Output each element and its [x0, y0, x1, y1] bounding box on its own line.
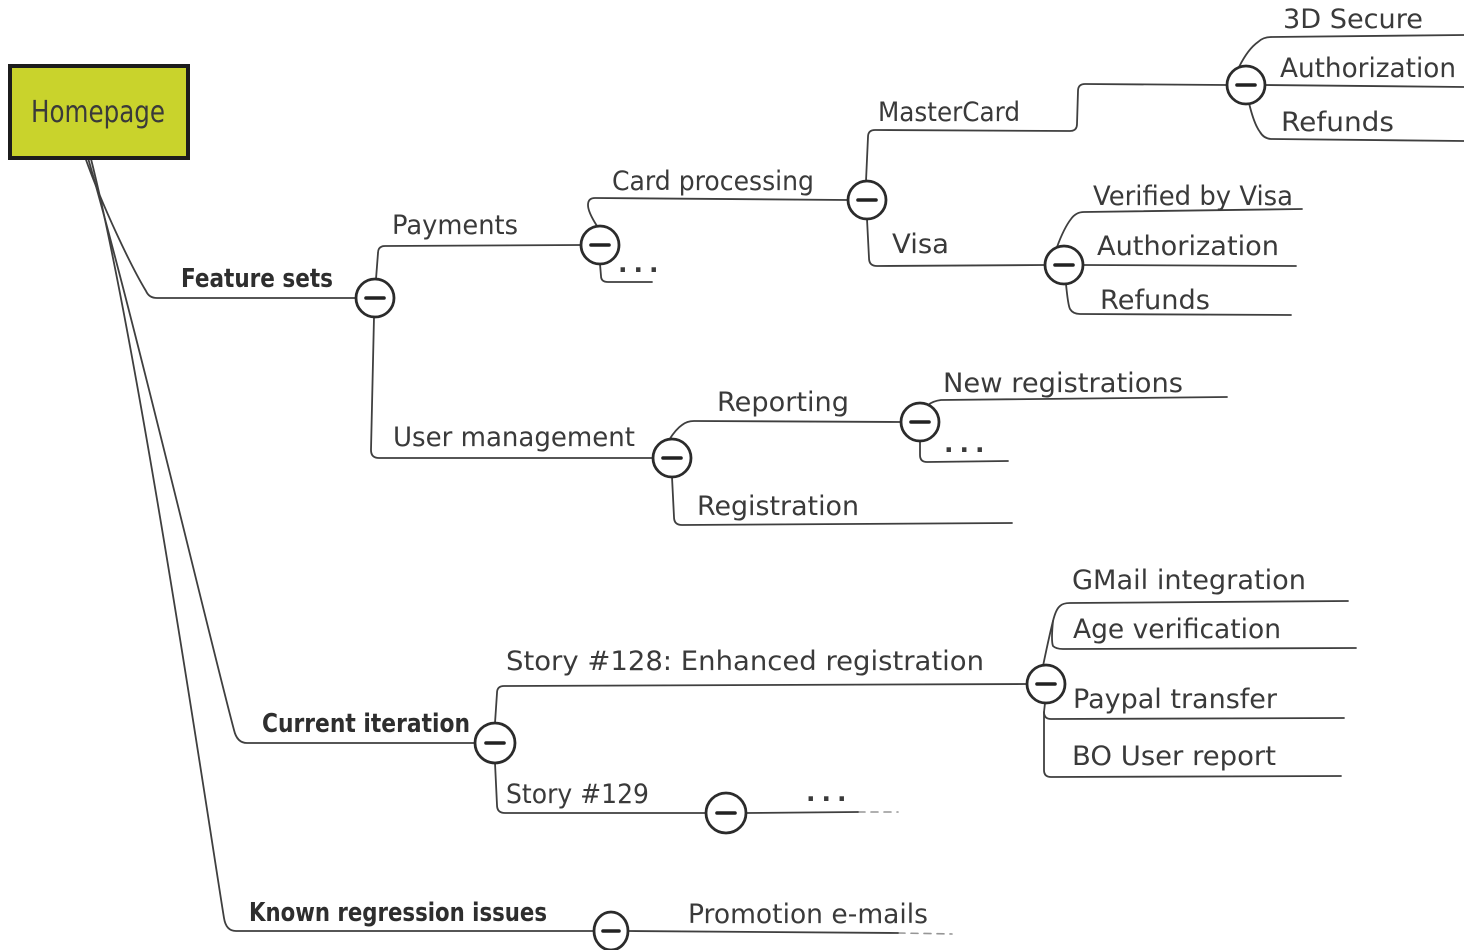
branch-line-user-management: [370, 316, 654, 459]
node-label-story-129[interactable]: Story #129: [506, 779, 649, 810]
branch-line-age-verification: [1051, 620, 1357, 650]
branch-line-reporting-collapsed: [919, 440, 1009, 463]
story-129-collapsed-ellipsis: ...: [806, 778, 853, 807]
branch-line-bo-user-report: [1043, 711, 1342, 778]
branch-line-3d-secure: [1238, 34, 1464, 68]
node-label-age-verification[interactable]: Age verification: [1073, 614, 1281, 645]
node-label-user-management[interactable]: User management: [393, 422, 635, 453]
root-node-label[interactable]: Homepage: [31, 95, 165, 130]
toggle-story-129[interactable]: [704, 791, 748, 835]
toggle-feature-sets[interactable]: [354, 277, 396, 319]
toggle-user-management[interactable]: [651, 437, 693, 479]
root-node[interactable]: Homepage: [8, 64, 190, 160]
branch-lines: [84, 34, 1464, 935]
branch-line-story-129-collapsed: [745, 811, 859, 814]
branch-line-visa: [866, 218, 1046, 267]
node-label-visa-authorization[interactable]: Authorization: [1097, 231, 1279, 262]
branch-line-payments: [375, 244, 582, 280]
payments-collapsed-ellipsis: ...: [618, 249, 665, 278]
branch-line-current-iteration: [87, 157, 476, 744]
branch-line-visa-authorization: [1082, 264, 1297, 267]
branch-line-known-regression-issues: [90, 158, 595, 932]
node-label-gmail-integration[interactable]: GMail integration: [1072, 565, 1306, 596]
branch-line-payments-collapsed: [599, 263, 653, 283]
node-label-verified-by-visa[interactable]: Verified by Visa: [1093, 181, 1293, 212]
node-label-mc-refunds[interactable]: Refunds: [1281, 107, 1394, 138]
node-label-paypal-transfer[interactable]: Paypal transfer: [1073, 684, 1278, 715]
node-label-new-registrations[interactable]: New registrations: [943, 368, 1183, 399]
branch-line-story-128: [494, 683, 1028, 724]
root-node-box[interactable]: [8, 64, 190, 160]
node-label-payments[interactable]: Payments: [392, 210, 518, 241]
toggle-payments[interactable]: [579, 224, 621, 266]
node-label-visa[interactable]: Visa: [892, 229, 949, 260]
branch-line-verified-by-visa: [1056, 208, 1303, 248]
node-label-visa-refunds[interactable]: Refunds: [1100, 285, 1210, 316]
branch-line-mc-authorization: [1264, 84, 1464, 88]
branch-line-visa-refunds: [1065, 283, 1292, 316]
branch-line-registration: [671, 476, 1013, 526]
node-label-feature-sets[interactable]: Feature sets: [181, 264, 333, 294]
node-label-story-128[interactable]: Story #128: Enhanced registration: [506, 646, 984, 677]
branch-line-story-129: [494, 762, 707, 814]
branch-line-promotion-emails: [627, 930, 899, 934]
branch-line-card-processing: [587, 197, 849, 227]
node-label-current-iteration[interactable]: Current iteration: [262, 709, 470, 739]
toggle-reporting[interactable]: [899, 401, 941, 443]
toggle-visa[interactable]: [1043, 244, 1085, 286]
branch-line-mastercard: [865, 83, 1228, 182]
branch-line-promotion-emails-tail: [897, 932, 953, 935]
node-label-bo-user-report[interactable]: BO User report: [1072, 741, 1276, 772]
node-labels: Feature sets Payments ... Card processin…: [181, 4, 1456, 930]
node-label-mastercard[interactable]: MasterCard: [878, 97, 1020, 128]
branch-line-reporting: [668, 420, 902, 441]
node-label-promotion-emails[interactable]: Promotion e-mails: [688, 899, 928, 930]
branch-line-gmail-integration: [1042, 600, 1349, 667]
reporting-collapsed-ellipsis: ...: [944, 429, 991, 458]
toggle-mastercard[interactable]: [1225, 64, 1267, 106]
toggle-story-128[interactable]: [1025, 663, 1067, 705]
node-label-card-processing[interactable]: Card processing: [612, 166, 814, 197]
toggle-card-processing[interactable]: [846, 179, 888, 221]
toggle-current-iteration[interactable]: [473, 721, 517, 765]
branch-line-mc-refunds: [1248, 102, 1464, 142]
node-label-3d-secure[interactable]: 3D Secure: [1283, 4, 1423, 35]
node-label-registration[interactable]: Registration: [697, 491, 859, 522]
node-label-reporting[interactable]: Reporting: [717, 387, 849, 418]
node-label-mc-authorization[interactable]: Authorization: [1280, 53, 1456, 84]
node-label-known-regression-issues[interactable]: Known regression issues: [249, 898, 547, 928]
collapse-toggles: [354, 64, 1267, 950]
toggle-known-regression-issues[interactable]: [592, 910, 630, 950]
